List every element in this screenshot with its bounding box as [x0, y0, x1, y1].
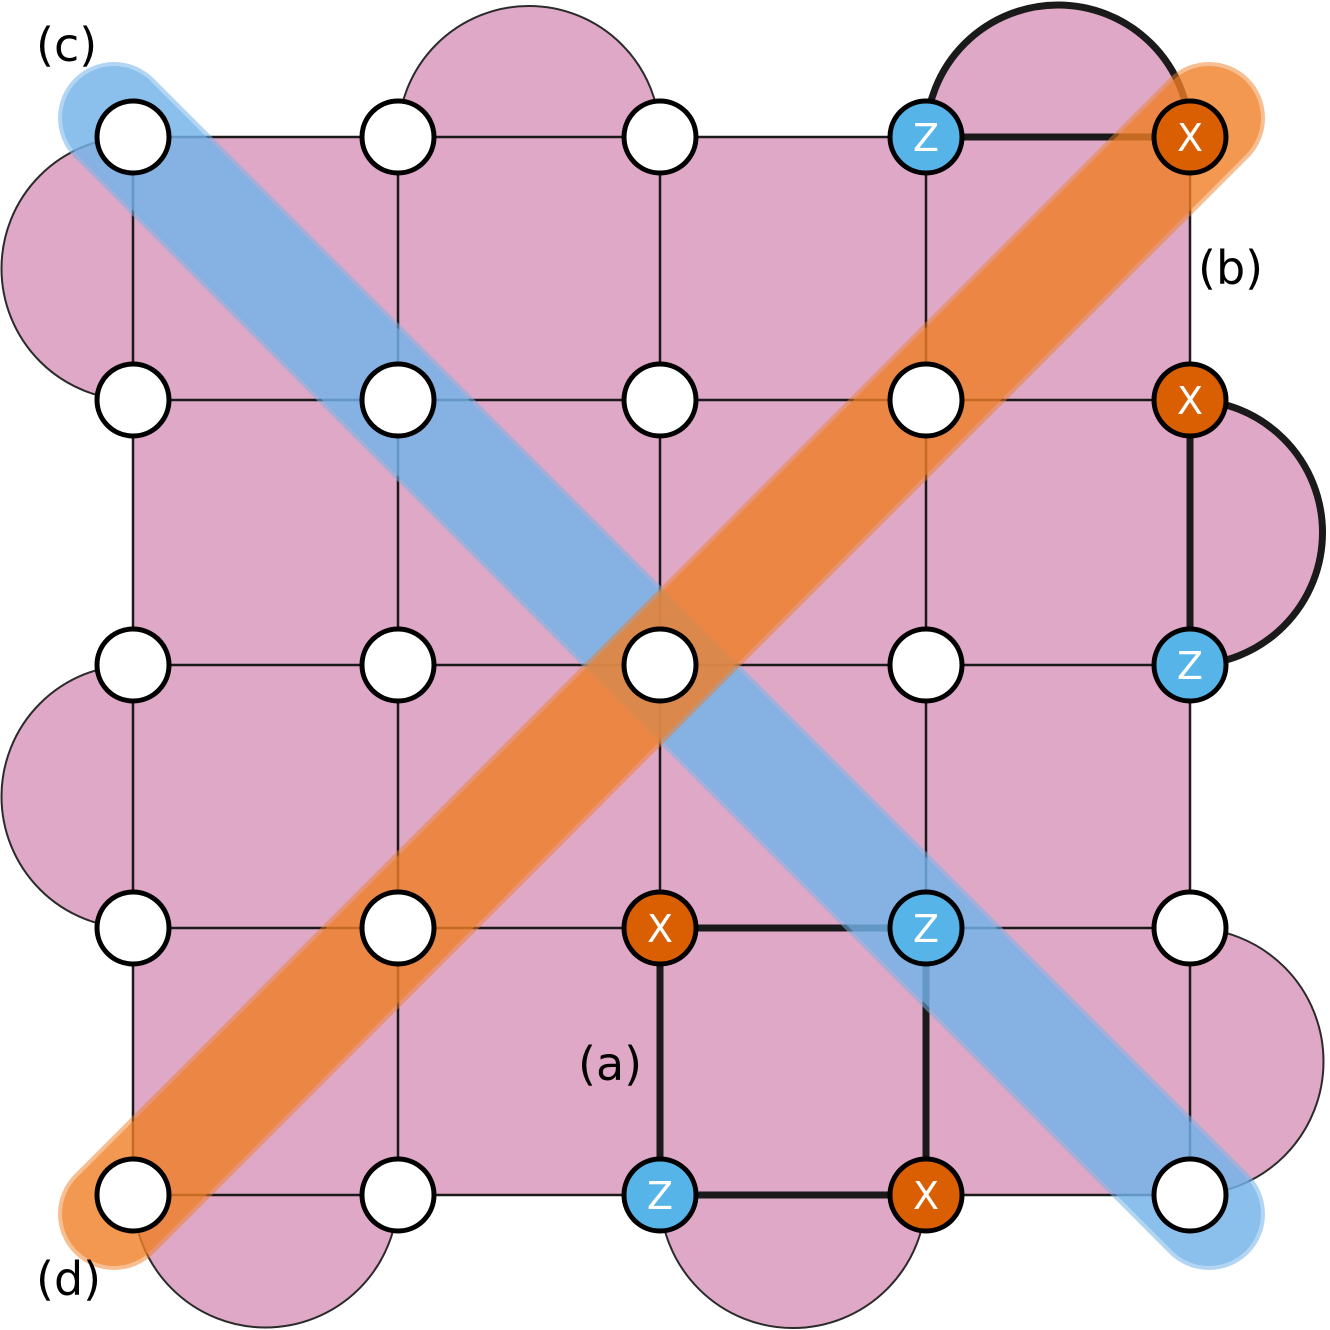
qubit-node	[359, 361, 437, 439]
qubit-label: Z	[1177, 644, 1203, 688]
qubit-circle	[887, 361, 965, 439]
qubit-circle	[1151, 626, 1229, 704]
z-qubit-node: Z	[887, 889, 965, 967]
qubit-node	[94, 361, 172, 439]
qubit-label: X	[1177, 379, 1203, 423]
qubit-nodes: Z X X Z X Z Z X	[94, 98, 1229, 1234]
qubit-node	[94, 889, 172, 967]
boundary-plaquette-right-upper	[1189, 398, 1324, 667]
qubit-label: Z	[647, 1174, 673, 1218]
qubit-label: X	[913, 1174, 939, 1218]
qubit-node	[621, 626, 699, 704]
qubit-label: Z	[913, 907, 939, 951]
qubit-circle	[887, 889, 965, 967]
qubit-node	[94, 626, 172, 704]
qubit-label: Z	[913, 116, 939, 160]
qubit-node	[621, 361, 699, 439]
qubit-circle	[621, 98, 699, 176]
qubit-node	[621, 98, 699, 176]
label-c: (c)	[36, 18, 97, 72]
qubit-circle	[1151, 1156, 1229, 1234]
qubit-circle	[359, 1156, 437, 1234]
qubit-circle	[94, 1156, 172, 1234]
qubit-circle	[1151, 361, 1229, 439]
qubit-circle	[359, 889, 437, 967]
qubit-circle	[94, 626, 172, 704]
label-d: (d)	[36, 1252, 101, 1306]
qubit-circle	[94, 889, 172, 967]
qubit-circle	[359, 361, 437, 439]
qubit-circle	[359, 626, 437, 704]
z-qubit-node: Z	[887, 98, 965, 176]
qubit-circle	[359, 98, 437, 176]
stabilizer-b-right-arc	[1186, 396, 1326, 669]
boundary-plaquette-left-lower	[0, 663, 134, 930]
boundary-plaquette-bottom-center	[658, 1194, 928, 1329]
qubit-circle	[887, 626, 965, 704]
qubit-node	[359, 1156, 437, 1234]
qubit-node	[359, 98, 437, 176]
qubit-circle	[621, 361, 699, 439]
qubit-node	[1151, 1156, 1229, 1234]
qubit-node	[1151, 889, 1229, 967]
qubit-circle	[94, 361, 172, 439]
stabilizer-a-outline	[656, 924, 930, 1199]
label-a: (a)	[578, 1037, 642, 1091]
boundary-plaquette-top-center	[396, 5, 662, 138]
qubit-circle	[1151, 889, 1229, 967]
qubit-circle	[94, 98, 172, 176]
qubit-node	[887, 626, 965, 704]
qubit-node	[359, 626, 437, 704]
qubit-label: X	[1177, 116, 1203, 160]
z-qubit-node: Z	[621, 1156, 699, 1234]
qubit-node	[887, 361, 965, 439]
x-qubit-node: X	[621, 889, 699, 967]
qubit-circle	[621, 889, 699, 967]
x-qubit-node: X	[1151, 361, 1229, 439]
qubit-node	[94, 1156, 172, 1234]
x-qubit-node: X	[1151, 98, 1229, 176]
qubit-node	[359, 889, 437, 967]
qubit-node	[94, 98, 172, 176]
x-qubit-node: X	[887, 1156, 965, 1234]
qubit-circle	[887, 98, 965, 176]
qubit-circle	[621, 1156, 699, 1234]
qubit-circle	[621, 626, 699, 704]
qubit-circle	[1151, 98, 1229, 176]
qubit-label: X	[647, 907, 673, 951]
qubit-circle	[887, 1156, 965, 1234]
z-qubit-node: Z	[1151, 626, 1229, 704]
label-b: (b)	[1198, 241, 1263, 295]
